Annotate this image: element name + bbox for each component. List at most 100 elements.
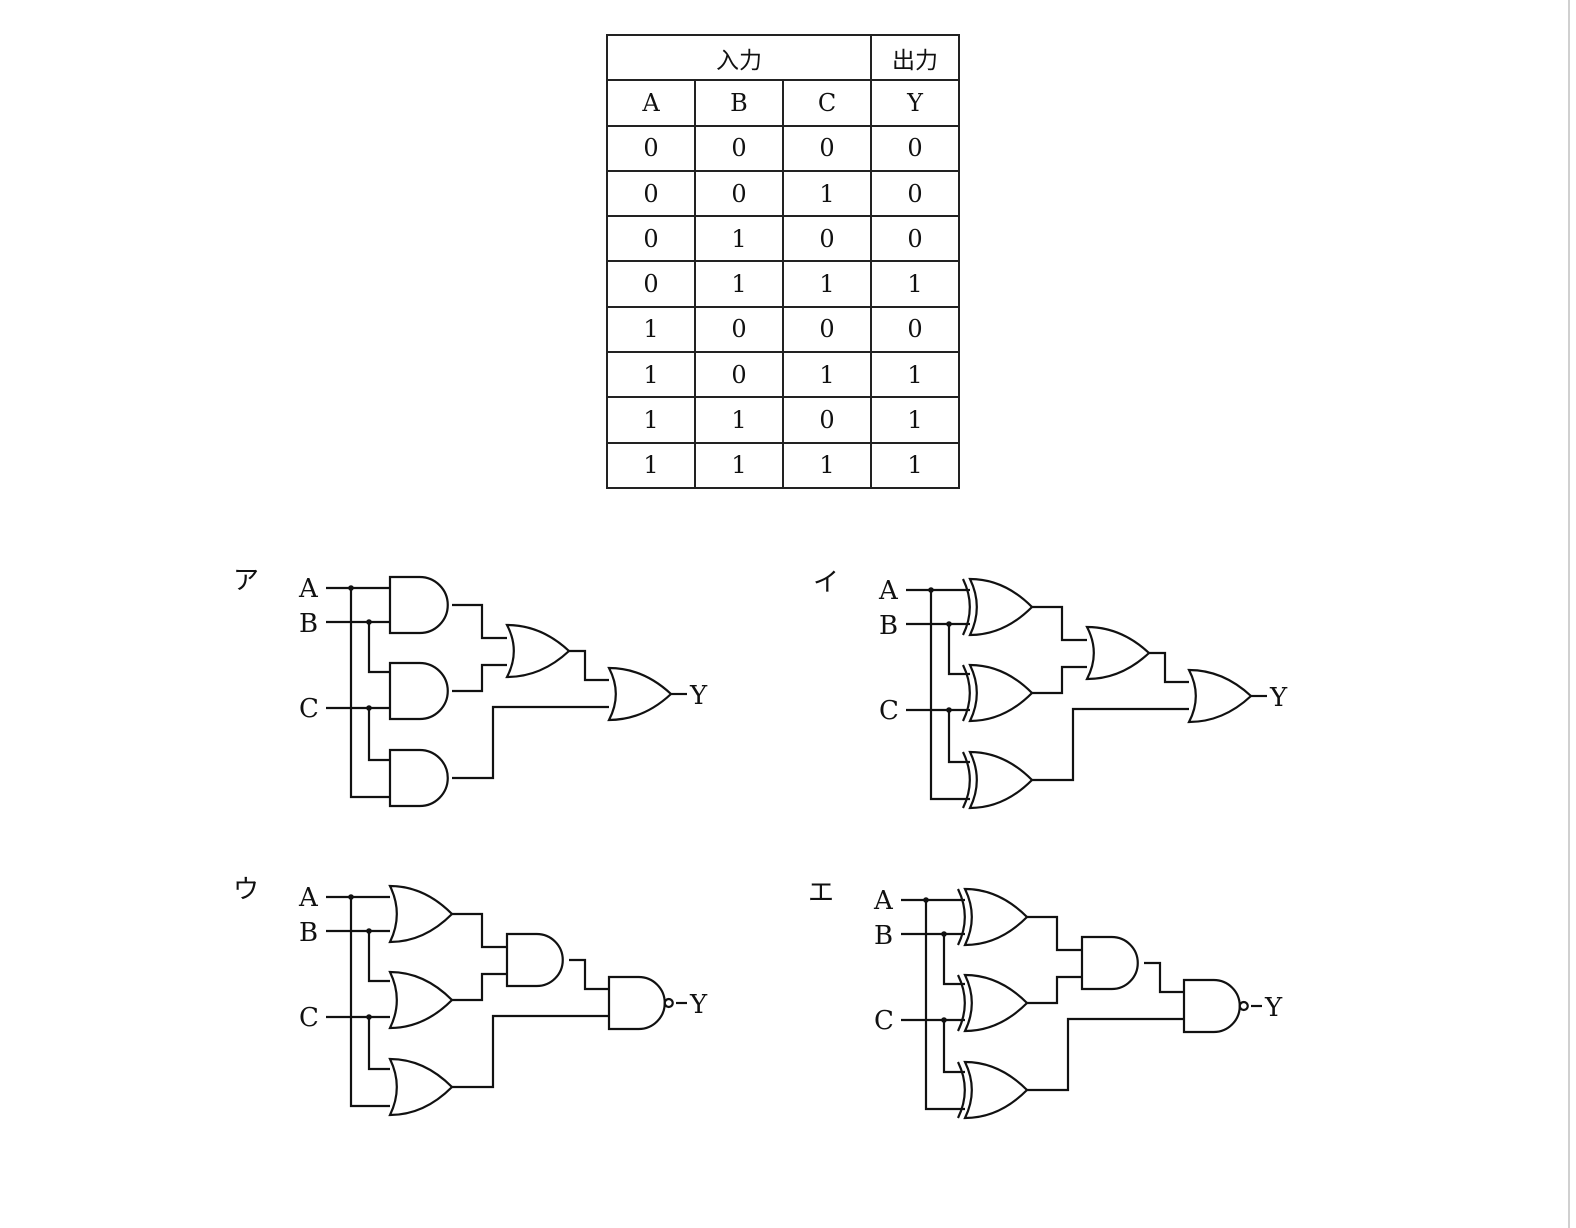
input-group-header: 入力 bbox=[606, 33, 872, 82]
xor-extra-arc bbox=[957, 1061, 966, 1119]
table-cell: 0 bbox=[694, 305, 784, 354]
table-cell: 0 bbox=[694, 124, 784, 172]
table-cell: 1 bbox=[870, 351, 960, 399]
junction-dot bbox=[923, 897, 929, 903]
xor-gate bbox=[968, 750, 1034, 810]
table-cell: 1 bbox=[694, 396, 784, 444]
or-gate bbox=[505, 623, 571, 679]
and-gate bbox=[388, 748, 449, 808]
table-cell: 0 bbox=[782, 215, 872, 263]
wire bbox=[929, 590, 970, 801]
table-cell: 1 bbox=[606, 441, 696, 490]
wire bbox=[942, 1020, 965, 1074]
and-gate bbox=[505, 932, 564, 988]
xor-extra-arc bbox=[962, 664, 971, 722]
output-label-y: Y bbox=[689, 681, 708, 711]
junction-dot bbox=[348, 894, 354, 900]
wire bbox=[452, 912, 507, 949]
wire bbox=[367, 1017, 390, 1071]
wire bbox=[569, 649, 609, 682]
input-label-b: B bbox=[299, 609, 318, 639]
nand-gate bbox=[1182, 978, 1241, 1034]
input-label-b: B bbox=[874, 921, 893, 951]
table-cell: 0 bbox=[606, 260, 696, 308]
wire bbox=[942, 934, 965, 986]
wire bbox=[367, 708, 390, 762]
junction-dot bbox=[946, 621, 952, 627]
junction-dot bbox=[941, 1017, 947, 1023]
table-cell: 1 bbox=[870, 441, 960, 490]
table-cell: 0 bbox=[606, 169, 696, 218]
xor-extra-arc bbox=[957, 888, 966, 946]
junction-dot bbox=[941, 931, 947, 937]
xor-extra-arc bbox=[962, 578, 971, 636]
table-cell: 0 bbox=[870, 215, 960, 263]
table-cell: 0 bbox=[870, 305, 960, 354]
output-group-header: 出力 bbox=[870, 33, 960, 82]
wire bbox=[349, 897, 390, 1108]
wire bbox=[1032, 605, 1087, 642]
table-cell: 0 bbox=[870, 169, 960, 218]
wire bbox=[1032, 665, 1087, 695]
wire bbox=[452, 972, 507, 1002]
xor-gate bbox=[963, 1060, 1029, 1120]
inverter-bubble bbox=[663, 997, 674, 1009]
table-row: 1 0 1 1 bbox=[606, 351, 960, 399]
input-label-a: A bbox=[298, 883, 319, 913]
option-label: エ bbox=[808, 878, 834, 908]
option-label: ア bbox=[233, 566, 259, 596]
table-cell: 0 bbox=[606, 215, 696, 263]
junction-dot bbox=[946, 707, 952, 713]
and-gate bbox=[1080, 935, 1139, 991]
option-label: ウ bbox=[233, 875, 259, 905]
wire bbox=[947, 710, 970, 764]
wire bbox=[1032, 707, 1189, 782]
table-cell: 0 bbox=[694, 351, 784, 399]
input-label-a: A bbox=[873, 886, 894, 916]
table-cell: 1 bbox=[694, 215, 784, 263]
output-label-y: Y bbox=[1264, 993, 1283, 1023]
wire bbox=[452, 705, 609, 780]
wire bbox=[1027, 915, 1082, 952]
table-cell: 1 bbox=[870, 260, 960, 308]
table-row: 0 0 1 0 bbox=[606, 169, 960, 218]
inverter-bubble bbox=[1238, 1000, 1249, 1012]
or-gate bbox=[607, 666, 673, 722]
table-cell: 1 bbox=[606, 396, 696, 444]
or-gate bbox=[388, 970, 454, 1030]
column-header-a: A bbox=[606, 79, 696, 127]
table-cell: 1 bbox=[782, 260, 872, 308]
option-label: イ bbox=[813, 568, 839, 598]
circuit-option-4: エ AB C Y bbox=[808, 878, 1283, 1120]
table-cell: 1 bbox=[782, 169, 872, 218]
wire bbox=[1144, 961, 1184, 994]
column-header-b: B bbox=[694, 79, 784, 127]
input-label-c: C bbox=[874, 1006, 894, 1036]
input-label-c: C bbox=[299, 1003, 319, 1033]
table-cell: 1 bbox=[606, 351, 696, 399]
wire bbox=[947, 624, 970, 676]
junction-dot bbox=[928, 587, 934, 593]
input-label-b: B bbox=[879, 611, 898, 641]
table-cell: 0 bbox=[606, 124, 696, 172]
table-cell: 1 bbox=[782, 351, 872, 399]
table-column-header-row: A B C Y bbox=[606, 79, 960, 127]
xor-extra-arc bbox=[962, 751, 971, 809]
wire bbox=[569, 958, 609, 991]
table-row: 0 0 0 0 bbox=[606, 124, 960, 172]
input-label-c: C bbox=[879, 696, 899, 726]
output-label-y: Y bbox=[689, 990, 708, 1020]
or-gate bbox=[1187, 668, 1253, 724]
column-header-y: Y bbox=[870, 79, 960, 127]
junction-dot bbox=[366, 705, 372, 711]
table-row: 0 1 1 1 bbox=[606, 260, 960, 308]
wire bbox=[367, 622, 390, 674]
junction-dot bbox=[366, 619, 372, 625]
or-gate bbox=[388, 884, 454, 944]
xor-gate bbox=[963, 973, 1029, 1033]
wire bbox=[1027, 975, 1082, 1005]
wire bbox=[452, 663, 507, 693]
